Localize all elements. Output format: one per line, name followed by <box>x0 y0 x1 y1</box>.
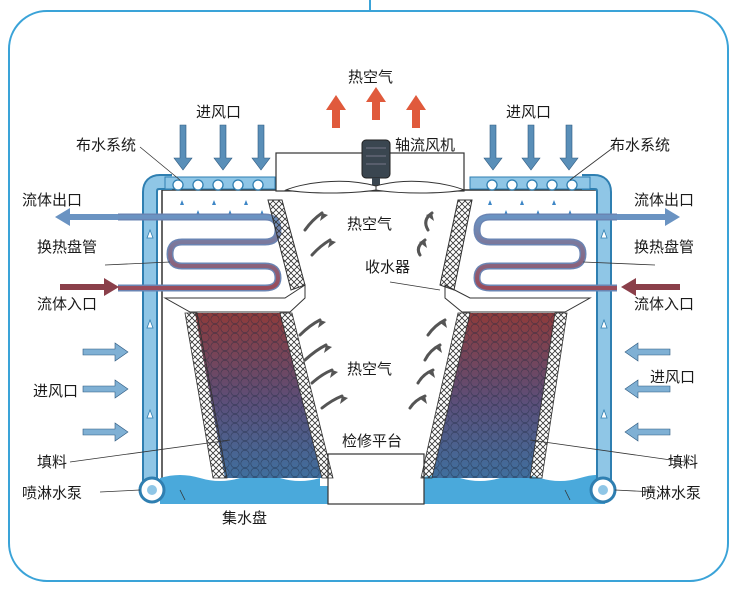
label-air-inlet-left: 进风口 <box>33 382 78 400</box>
label-fan: 轴流风机 <box>395 136 455 154</box>
label-collector: 收水器 <box>365 258 410 276</box>
label-air-inlet-top-left: 进风口 <box>196 103 241 121</box>
label-pump-left: 喷淋水泵 <box>22 484 82 502</box>
label-fluid-in-right: 流体入口 <box>634 295 694 313</box>
label-water-dist-left: 布水系统 <box>76 136 136 154</box>
label-hot-air-mid: 热空气 <box>347 215 392 233</box>
pipe-flow-arrows <box>146 228 608 419</box>
label-basin: 集水盘 <box>222 509 267 527</box>
fluid-outlet-arrows <box>55 208 680 226</box>
label-fluid-in-left: 流体入口 <box>37 295 97 313</box>
left-fill-edge <box>279 312 334 479</box>
outer-frame <box>8 10 729 582</box>
right-spray-pump <box>589 476 617 504</box>
hot-air-exhaust-arrows <box>326 87 426 128</box>
leader-lines <box>69 146 686 501</box>
right-fill-edge <box>420 312 471 479</box>
label-hot-air-low: 热空气 <box>347 360 392 378</box>
label-fill-right: 填料 <box>668 453 698 471</box>
label-hot-air-top: 热空气 <box>348 68 393 86</box>
right-fill-hatch <box>529 312 568 479</box>
label-fill-left: 填料 <box>37 453 67 471</box>
label-air-inlet-top-right: 进风口 <box>506 103 551 121</box>
left-fill-hatch <box>184 312 228 479</box>
label-fluid-out-right: 流体出口 <box>634 191 694 209</box>
air-inlet-side-arrows <box>82 342 671 442</box>
fan-icon <box>284 139 466 194</box>
label-water-dist-right: 布水系统 <box>610 136 670 154</box>
right-drift-eliminator <box>439 199 473 291</box>
label-coil-right: 换热盘管 <box>634 238 694 256</box>
label-pump-right: 喷淋水泵 <box>641 484 701 502</box>
label-fluid-out-left: 流体出口 <box>22 191 82 209</box>
label-coil-left: 换热盘管 <box>37 238 97 256</box>
label-platform: 检修平台 <box>342 432 402 450</box>
left-drift-eliminator <box>267 199 306 291</box>
nozzles <box>172 179 578 191</box>
air-inlet-top-arrows <box>173 124 579 171</box>
fluid-inlet-arrows <box>60 278 680 296</box>
right-collector-plate <box>444 284 592 313</box>
left-spray-pump <box>138 476 166 504</box>
inspection-platform <box>327 453 425 505</box>
label-air-inlet-right: 进风口 <box>650 368 695 386</box>
left-collector-plate <box>163 284 306 313</box>
